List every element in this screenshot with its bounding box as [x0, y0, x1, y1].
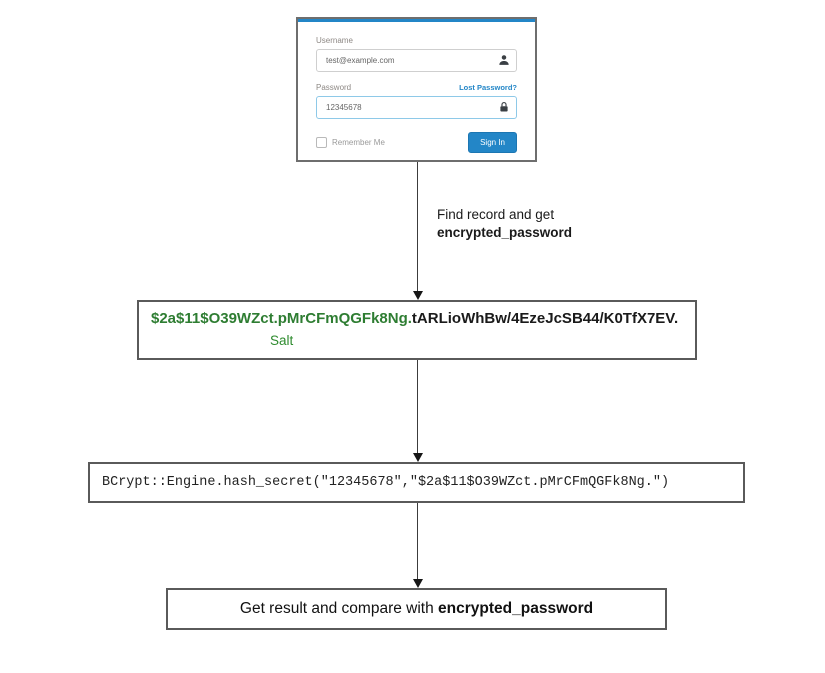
- hash-secret-code: BCrypt::Engine.hash_secret("12345678","$…: [102, 475, 670, 490]
- login-form-card: Username Password Lost Password?: [296, 17, 537, 162]
- salt-label: Salt: [270, 333, 294, 348]
- username-input[interactable]: [316, 49, 517, 72]
- remember-me-wrap: Remember Me: [316, 137, 385, 148]
- compare-result-box: Get result and compare with encrypted_pa…: [166, 588, 667, 630]
- arrow-form-to-hash-line: [417, 162, 418, 292]
- hash-salt-part: $2a$11$O39WZct.pMrCFmQGFk8Ng.: [151, 310, 412, 327]
- sign-in-button[interactable]: Sign In: [468, 132, 517, 153]
- password-input-wrap: [316, 96, 517, 119]
- remember-me-label: Remember Me: [332, 138, 385, 147]
- login-form-body: Username Password Lost Password?: [298, 22, 535, 153]
- annotation-line1: Find record and get: [437, 207, 555, 222]
- arrow-code-to-result-line: [417, 503, 418, 580]
- result-text-normal: Get result and compare with: [239, 600, 439, 617]
- arrow-hash-to-code-head: [413, 453, 423, 462]
- encrypted-password-box: $2a$11$O39WZct.pMrCFmQGFk8Ng.tARLioWhBw/…: [137, 300, 697, 360]
- hash-value: $2a$11$O39WZct.pMrCFmQGFk8Ng.tARLioWhBw/…: [151, 310, 678, 327]
- lost-password-link[interactable]: Lost Password?: [459, 83, 517, 92]
- hash-rest-part: tARLioWhBw/4EzeJcSB44/K0TfX7EV.: [411, 310, 679, 327]
- password-input[interactable]: [316, 96, 517, 119]
- arrow-code-to-result-head: [413, 579, 423, 588]
- password-label: Password: [316, 83, 352, 92]
- username-label: Username: [316, 36, 353, 45]
- lock-icon: [500, 102, 508, 112]
- annotation-line2: encrypted_password: [437, 225, 573, 240]
- find-record-annotation: Find record and get encrypted_password: [437, 206, 572, 242]
- hash-secret-code-box: BCrypt::Engine.hash_secret("12345678","$…: [88, 462, 745, 503]
- form-bottom-row: Remember Me Sign In: [316, 132, 517, 153]
- remember-me-checkbox[interactable]: [316, 137, 327, 148]
- user-icon: [499, 55, 509, 65]
- username-input-wrap: [316, 49, 517, 72]
- card-top-accent: [298, 19, 535, 22]
- arrow-hash-to-code-line: [417, 360, 418, 454]
- password-label-row: Password Lost Password?: [316, 83, 517, 92]
- arrow-form-to-hash-head: [413, 291, 423, 300]
- result-text-bold: encrypted_password: [438, 600, 594, 617]
